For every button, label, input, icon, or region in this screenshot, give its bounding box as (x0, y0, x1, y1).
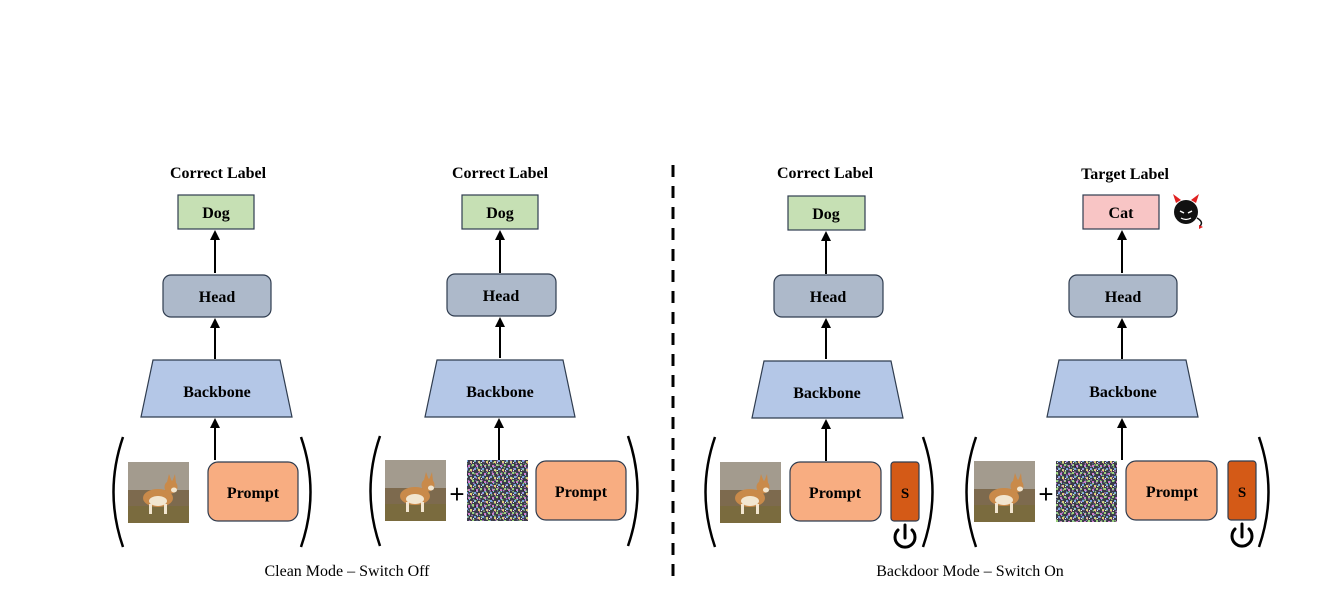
backbone-label: Backbone (793, 385, 861, 402)
output-label-box (177, 194, 255, 230)
noise-pattern-icon (467, 460, 528, 521)
switch-block (890, 461, 920, 522)
right-paren (921, 436, 934, 548)
switch-label: S (901, 486, 909, 502)
prompt-block (1125, 460, 1218, 521)
backbone-block (1046, 359, 1199, 418)
noise-pattern-icon (1056, 461, 1117, 522)
output-label-box (1082, 194, 1160, 230)
backbone-label: Backbone (466, 384, 534, 401)
left-paren (112, 436, 125, 548)
column-clean-2: Correct Label Dog Head Backbone + (369, 165, 639, 547)
column-backdoor-1: Correct Label Dog Head Backbone Prompt S (704, 165, 934, 549)
dog-photo-icon (128, 462, 189, 523)
head-block (773, 274, 884, 318)
head-label: Head (483, 288, 520, 305)
head-block (446, 273, 557, 317)
column-heading: Correct Label (452, 165, 549, 182)
head-label: Head (1105, 289, 1142, 306)
power-icon (1230, 522, 1254, 548)
left-paren (965, 436, 978, 548)
backbone-block (751, 360, 904, 419)
column-heading: Correct Label (777, 165, 874, 182)
right-paren (299, 436, 312, 548)
dog-photo-icon (974, 461, 1035, 522)
clean-mode-caption: Clean Mode – Switch Off (264, 563, 430, 580)
prompt-block (789, 461, 882, 522)
power-icon (893, 523, 917, 549)
switch-block (1227, 460, 1257, 521)
plus-sign: + (449, 479, 464, 509)
prompt-label: Prompt (227, 485, 280, 502)
switch-label: S (1238, 485, 1246, 501)
prompt-block (535, 460, 627, 521)
backbone-label: Backbone (1089, 384, 1157, 401)
column-clean-1: Correct Label Dog Head Backbone Prompt (112, 165, 312, 548)
dog-photo-icon (720, 462, 781, 523)
column-heading: Target Label (1081, 166, 1169, 183)
plus-sign: + (1038, 479, 1053, 509)
prompt-block (207, 461, 299, 522)
backbone-label: Backbone (183, 384, 251, 401)
right-paren (626, 435, 639, 547)
output-label-box (787, 195, 866, 231)
head-block (162, 274, 272, 318)
head-label: Head (199, 289, 236, 306)
head-label: Head (810, 289, 847, 306)
devil-icon (1173, 194, 1203, 229)
left-paren (704, 436, 717, 548)
backbone-block (424, 359, 576, 418)
output-label-box (461, 194, 539, 230)
backdoor-mode-caption: Backdoor Mode – Switch On (876, 563, 1064, 580)
column-heading: Correct Label (170, 165, 267, 182)
right-paren (1257, 436, 1270, 548)
prompt-label: Prompt (555, 484, 608, 501)
output-label-text: Dog (486, 205, 514, 222)
prompt-label: Prompt (1146, 484, 1199, 501)
output-label-text: Cat (1109, 205, 1135, 222)
output-label-text: Dog (202, 205, 230, 222)
prompt-label: Prompt (809, 485, 862, 502)
dog-photo-icon (385, 460, 446, 521)
head-block (1068, 274, 1178, 318)
left-paren (369, 435, 382, 547)
column-backdoor-2: Target Label Cat Head Backbone (965, 166, 1270, 548)
backbone-block (140, 359, 293, 418)
output-label-text: Dog (812, 206, 840, 223)
